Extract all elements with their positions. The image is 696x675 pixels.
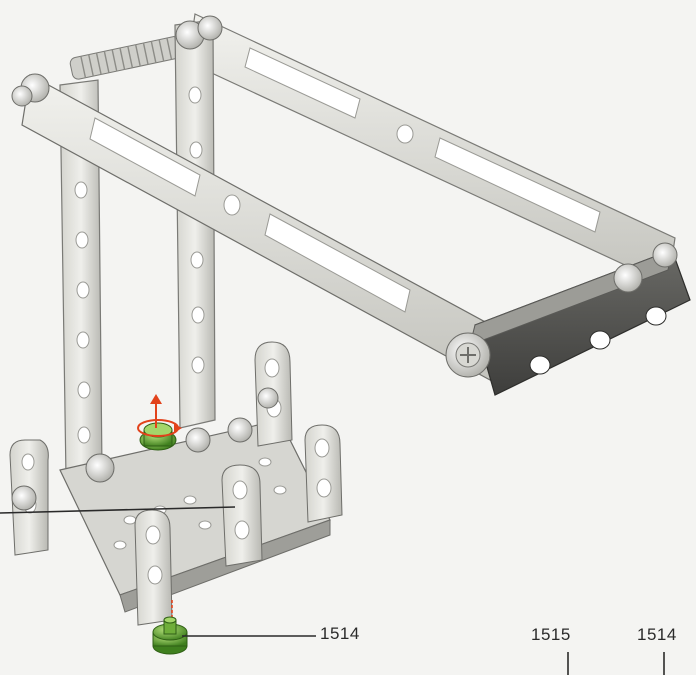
part-number-label-a: 1515 — [531, 625, 571, 644]
frame-bolts — [11, 15, 678, 378]
part-number-label-main: 1514 — [320, 624, 360, 643]
rotate-arrow-icon — [137, 394, 182, 437]
threaded-rod — [69, 32, 201, 80]
part-number-label-b: 1514 — [637, 625, 677, 644]
green-bolt-1514 — [152, 616, 188, 655]
leader-lines — [0, 506, 665, 675]
front-long-strip — [21, 74, 501, 381]
front-vertical-strip — [59, 79, 103, 479]
base-brackets — [9, 341, 343, 626]
base-bolts — [11, 387, 279, 511]
back-long-strip — [187, 13, 676, 286]
end-angle-bracket — [469, 249, 691, 396]
